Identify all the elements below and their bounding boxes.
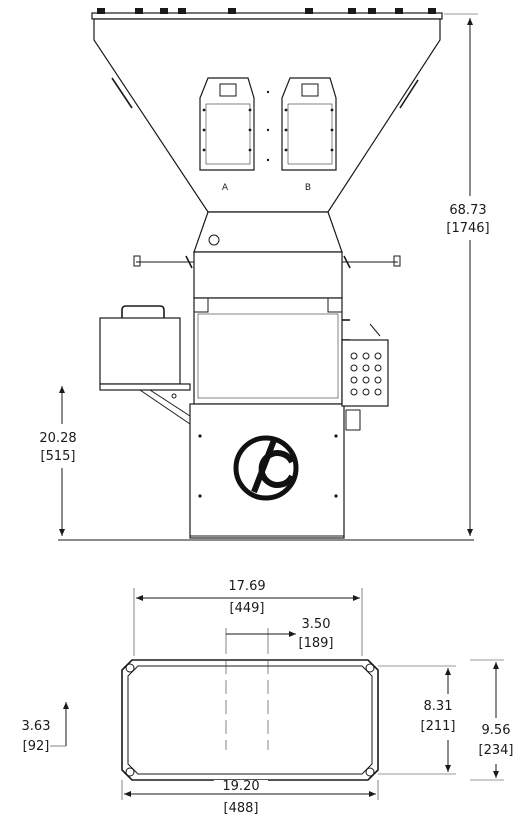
base-housing xyxy=(189,403,345,539)
inner-depth-value: 8.31 xyxy=(424,699,453,714)
upper-body xyxy=(193,251,343,299)
top-bolts xyxy=(97,8,436,14)
outlet-height-value: 20.28 xyxy=(39,431,76,446)
overall-height-value: 68.73 xyxy=(449,203,486,218)
slot-spacing-metric: [189] xyxy=(299,636,334,651)
top-width-metric: [449] xyxy=(230,601,265,616)
flange-outline xyxy=(121,659,379,781)
top-width-dimension: 17.69 [449] xyxy=(133,579,363,656)
hopper-label-a: A xyxy=(222,183,229,193)
hopper: A B xyxy=(91,8,443,213)
motor-box xyxy=(99,305,191,425)
slot-offset-metric: [92] xyxy=(23,739,50,754)
base-width-value: 19.20 xyxy=(222,779,259,794)
outer-depth-value: 9.56 xyxy=(482,723,511,738)
slot-spacing-value: 3.50 xyxy=(302,617,331,632)
hopper-window-b: B xyxy=(281,77,337,193)
slot-offset-value: 3.63 xyxy=(22,719,51,734)
slot-offset-dimension: 3.63 [92] xyxy=(22,702,69,754)
overall-height-metric: [1746] xyxy=(446,221,489,236)
hopper-label-b: B xyxy=(305,183,311,193)
outer-depth-metric: [234] xyxy=(479,743,514,758)
base-width-metric: [488] xyxy=(224,801,259,816)
outlet-height-metric: [515] xyxy=(41,449,76,464)
inner-depth-metric: [211] xyxy=(421,719,456,734)
outlet-height-dimension: 20.28 [515] xyxy=(26,386,90,536)
control-panel xyxy=(341,323,389,431)
slot-spacing-dimension: 3.50 [189] xyxy=(225,617,334,651)
brand-logo-icon xyxy=(233,435,299,501)
front-elevation: A B xyxy=(26,8,502,541)
plan-view: 17.69 [449] 3.50 [189] 8.31 [211] xyxy=(22,579,528,816)
outer-depth-dimension: 9.56 [234] xyxy=(468,659,528,781)
hopper-window-a: A xyxy=(199,77,255,193)
inner-depth-dimension: 8.31 [211] xyxy=(378,665,460,775)
transition-collar xyxy=(193,211,343,253)
side-handles xyxy=(133,255,401,269)
base-width-dimension: 19.20 [488] xyxy=(121,779,379,816)
top-width-value: 17.69 xyxy=(228,579,265,594)
overall-height-dimension: 68.73 [1746] xyxy=(440,13,502,536)
